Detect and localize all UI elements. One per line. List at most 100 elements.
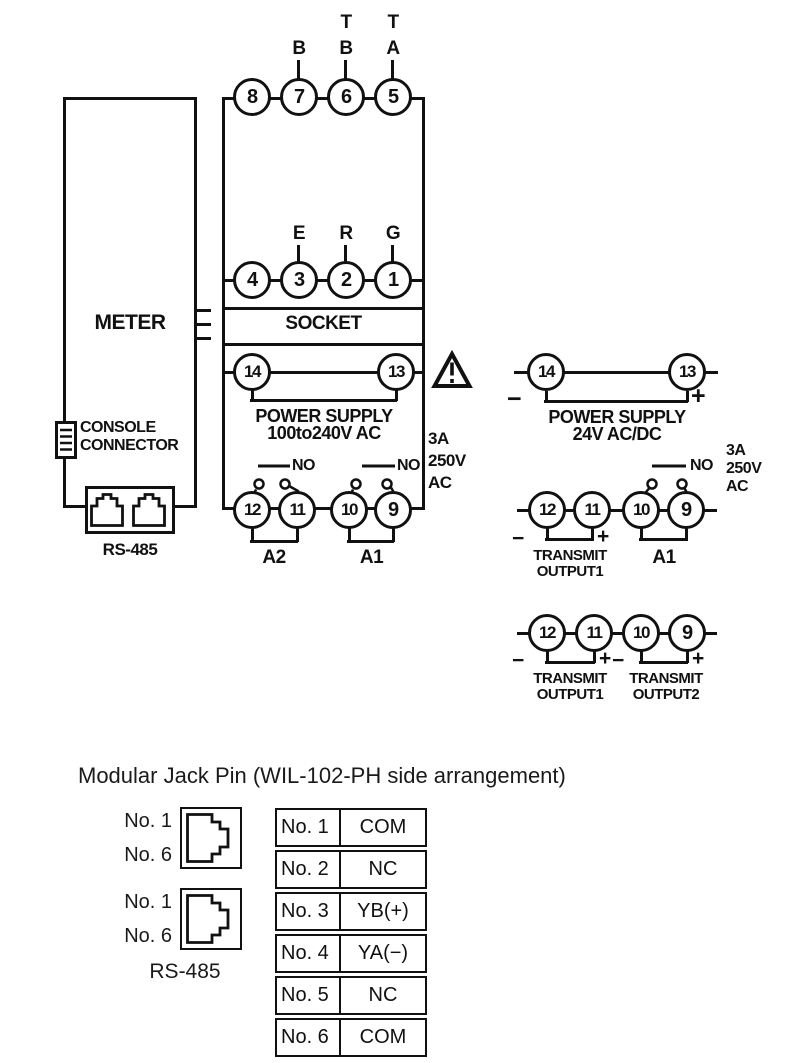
rj-jack-icon (186, 894, 230, 944)
pin3-label: E (292, 223, 306, 244)
wire (250, 527, 254, 542)
terminal-7: 7 (280, 78, 318, 116)
table-cell-pin: No. 5 (277, 978, 341, 1013)
wire (391, 60, 394, 79)
wire (685, 650, 689, 663)
socket-band-top-line (222, 307, 425, 310)
right-power-supply-voltage: 24V AC/DC (572, 424, 662, 444)
meter-pin-tick (195, 309, 211, 312)
power-supply-label: POWER SUPPLY (255, 406, 393, 426)
pin5-label-bottom: A (386, 38, 400, 59)
table-cell-signal: NC (368, 984, 398, 1006)
plus-sign: + (692, 647, 705, 670)
rating-ac: AC (428, 473, 452, 492)
wire (545, 650, 549, 663)
wire (544, 400, 688, 403)
plus-sign: + (691, 382, 706, 410)
socket-box (222, 97, 425, 510)
modular-jack-title: Modular Jack Pin (WIL-102-PH side arrang… (78, 763, 566, 788)
wire (590, 527, 594, 541)
wire (297, 245, 300, 262)
pin6-label-bottom: B (339, 38, 353, 59)
table-cell-signal: YB(+) (357, 900, 409, 922)
transmit-output2-line1: TRANSMIT (629, 670, 703, 687)
meter-box (63, 97, 197, 508)
terminal-4: 4 (233, 261, 271, 299)
wire (514, 370, 718, 374)
jack2-pin-bottom-label: No. 6 (124, 925, 172, 947)
socket-band-bottom-line (222, 343, 425, 346)
terminal-2: 2 (327, 261, 365, 299)
pin6-label-top: T (340, 12, 352, 33)
table-row: No. 5 NC (275, 976, 427, 1015)
socket-label: SOCKET (285, 313, 362, 334)
wire (517, 508, 717, 512)
no-label: NO (397, 457, 421, 474)
wire (391, 527, 395, 542)
terminal-12-right: 12 (528, 491, 566, 529)
table-row: No. 2 NC (275, 850, 427, 889)
rj-jack-icon (186, 813, 230, 863)
rs485-label: RS-485 (149, 960, 221, 983)
wire (344, 245, 347, 262)
rating-volts: 250V (428, 451, 466, 470)
no-contact-symbol (347, 464, 395, 499)
pin5-label-top: T (387, 12, 399, 33)
terminal-3: 3 (280, 261, 318, 299)
table-cell-signal: YA(−) (357, 942, 409, 964)
right-power-supply-label: POWER SUPPLY (548, 407, 686, 427)
terminal-8: 8 (233, 78, 271, 116)
terminal-13-right: 13 (668, 353, 706, 391)
rating-ac: AC (726, 478, 749, 495)
terminal-5: 5 (374, 78, 412, 116)
transmit-output2-line2: OUTPUT2 (632, 686, 700, 703)
terminal-9: 9 (374, 491, 412, 529)
pin1-label: G (385, 223, 401, 244)
meter-label: METER (94, 311, 167, 334)
terminal-10-bottom: 10 (622, 614, 660, 652)
console-connector-label-line1: CONSOLE (80, 419, 156, 436)
rj-jack-icon (90, 493, 166, 527)
meter-pin-tick (195, 323, 211, 326)
right-a1-label: A1 (652, 547, 676, 568)
wire (592, 650, 596, 663)
terminal-13: 13 (377, 353, 415, 391)
table-cell-pin: No. 4 (277, 936, 341, 971)
pin7-label: B (292, 38, 306, 59)
no-label: NO (292, 457, 316, 474)
console-connector-label-line2: CONNECTOR (80, 437, 179, 454)
rating-amps: 3A (428, 429, 449, 448)
wire (295, 527, 299, 542)
wire (297, 60, 300, 79)
wire (391, 245, 394, 262)
relay-a2-label: A2 (262, 547, 286, 568)
wire (545, 661, 595, 664)
plus-sign: + (597, 525, 610, 548)
relay-a1-label: A1 (359, 547, 384, 568)
table-row: No. 3 YB(+) (275, 892, 427, 931)
plus-sign: + (599, 647, 612, 670)
wire (394, 390, 398, 401)
rating-amps: 3A (726, 442, 746, 459)
wire (639, 527, 643, 541)
terminal-11-right: 11 (573, 491, 611, 529)
terminal-10: 10 (330, 491, 368, 529)
table-row: No. 4 YA(−) (275, 934, 427, 973)
wire (250, 399, 397, 402)
minus-sign: − (512, 527, 525, 550)
transmit-output1-label-line1: TRANSMIT (533, 547, 607, 564)
jack2-pin-top-label: No. 1 (124, 891, 172, 913)
no-label: NO (690, 457, 714, 474)
transmit-output1-bottom-line2: OUTPUT1 (536, 686, 604, 703)
table-cell-pin: No. 3 (277, 894, 341, 929)
transmit-output1-label-line2: OUTPUT1 (536, 563, 604, 580)
minus-sign: − (507, 385, 522, 413)
terminal-14-right: 14 (527, 353, 565, 391)
wire (224, 370, 423, 374)
wire (544, 391, 548, 402)
minus-sign: − (612, 649, 625, 672)
terminal-14: 14 (233, 353, 271, 391)
pin2-label: R (339, 223, 353, 244)
wire (222, 278, 425, 282)
